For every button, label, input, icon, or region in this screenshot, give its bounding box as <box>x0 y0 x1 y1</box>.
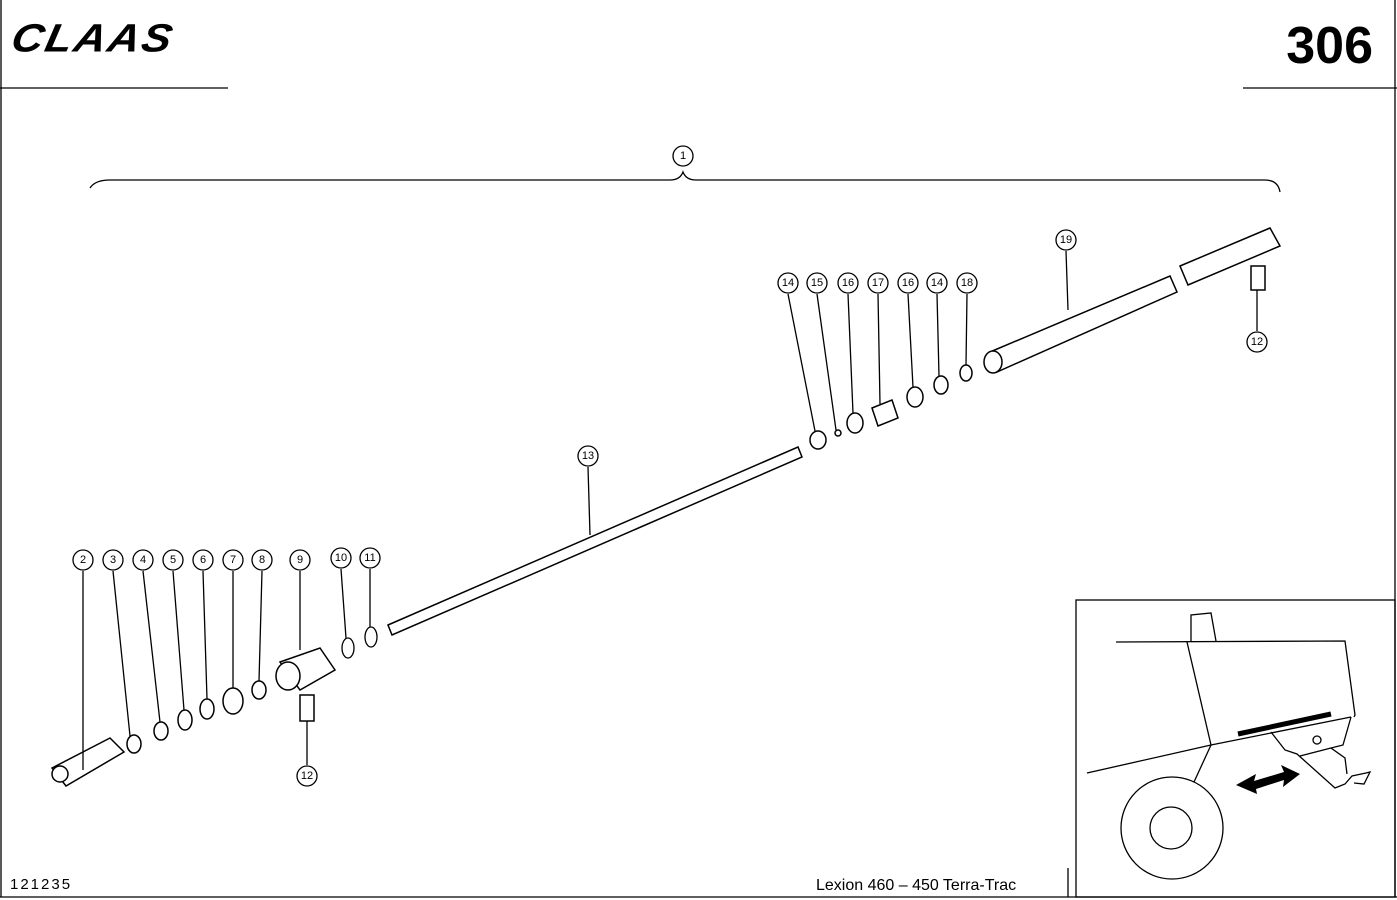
callout-12b: 12 <box>1246 331 1268 353</box>
svg-text:8: 8 <box>259 554 265 566</box>
svg-text:17: 17 <box>872 277 884 289</box>
callout-4: 4 <box>132 549 154 571</box>
assembly-bracket <box>89 170 1281 193</box>
svg-text:14: 14 <box>931 277 943 289</box>
drawing-number: 121235 <box>10 876 73 893</box>
rod-part <box>387 446 803 636</box>
svg-text:1: 1 <box>680 150 686 162</box>
svg-text:9: 9 <box>297 554 303 566</box>
callout-19: 19 <box>1055 229 1077 251</box>
location-inset <box>1075 599 1396 898</box>
callout-13: 13 <box>577 445 599 467</box>
svg-text:16: 16 <box>902 277 914 289</box>
callout-3: 3 <box>102 549 124 571</box>
callout-1: 1 <box>672 145 694 167</box>
page-number: 306 <box>1286 17 1373 75</box>
callout-18: 18 <box>956 272 978 294</box>
callout-2: 2 <box>72 549 94 571</box>
callout-14: 14 <box>777 272 799 294</box>
parts <box>50 227 1282 787</box>
callout-10: 10 <box>330 547 352 569</box>
svg-text:15: 15 <box>811 277 823 289</box>
callout-15: 15 <box>806 272 828 294</box>
svg-text:18: 18 <box>961 277 973 289</box>
callout-8: 8 <box>251 549 273 571</box>
svg-text:12: 12 <box>301 770 313 782</box>
svg-text:19: 19 <box>1060 234 1072 246</box>
svg-text:14: 14 <box>782 277 794 289</box>
callout-11: 11 <box>359 547 381 569</box>
callout-7: 7 <box>222 549 244 571</box>
svg-text:4: 4 <box>140 554 146 566</box>
svg-text:11: 11 <box>364 552 375 564</box>
svg-text:16: 16 <box>842 277 854 289</box>
svg-text:13: 13 <box>582 450 594 462</box>
callout-14b: 14 <box>926 272 948 294</box>
svg-text:2: 2 <box>80 554 86 566</box>
callout-12: 12 <box>296 765 318 787</box>
leader-lines <box>82 250 1258 770</box>
svg-text:10: 10 <box>335 552 347 564</box>
tube-part <box>989 275 1178 374</box>
svg-text:12: 12 <box>1251 336 1263 348</box>
callout-5: 5 <box>162 549 184 571</box>
callout-16b: 16 <box>897 272 919 294</box>
svg-text:7: 7 <box>230 554 236 566</box>
svg-text:5: 5 <box>170 554 176 566</box>
callout-6: 6 <box>192 549 214 571</box>
svg-text:3: 3 <box>110 554 116 566</box>
model-name: Lexion 460 – 450 Terra-Trac <box>816 877 1017 894</box>
callout-9: 9 <box>289 549 311 571</box>
svg-text:6: 6 <box>200 554 206 566</box>
callout-17: 17 <box>867 272 889 294</box>
callout-16: 16 <box>837 272 859 294</box>
